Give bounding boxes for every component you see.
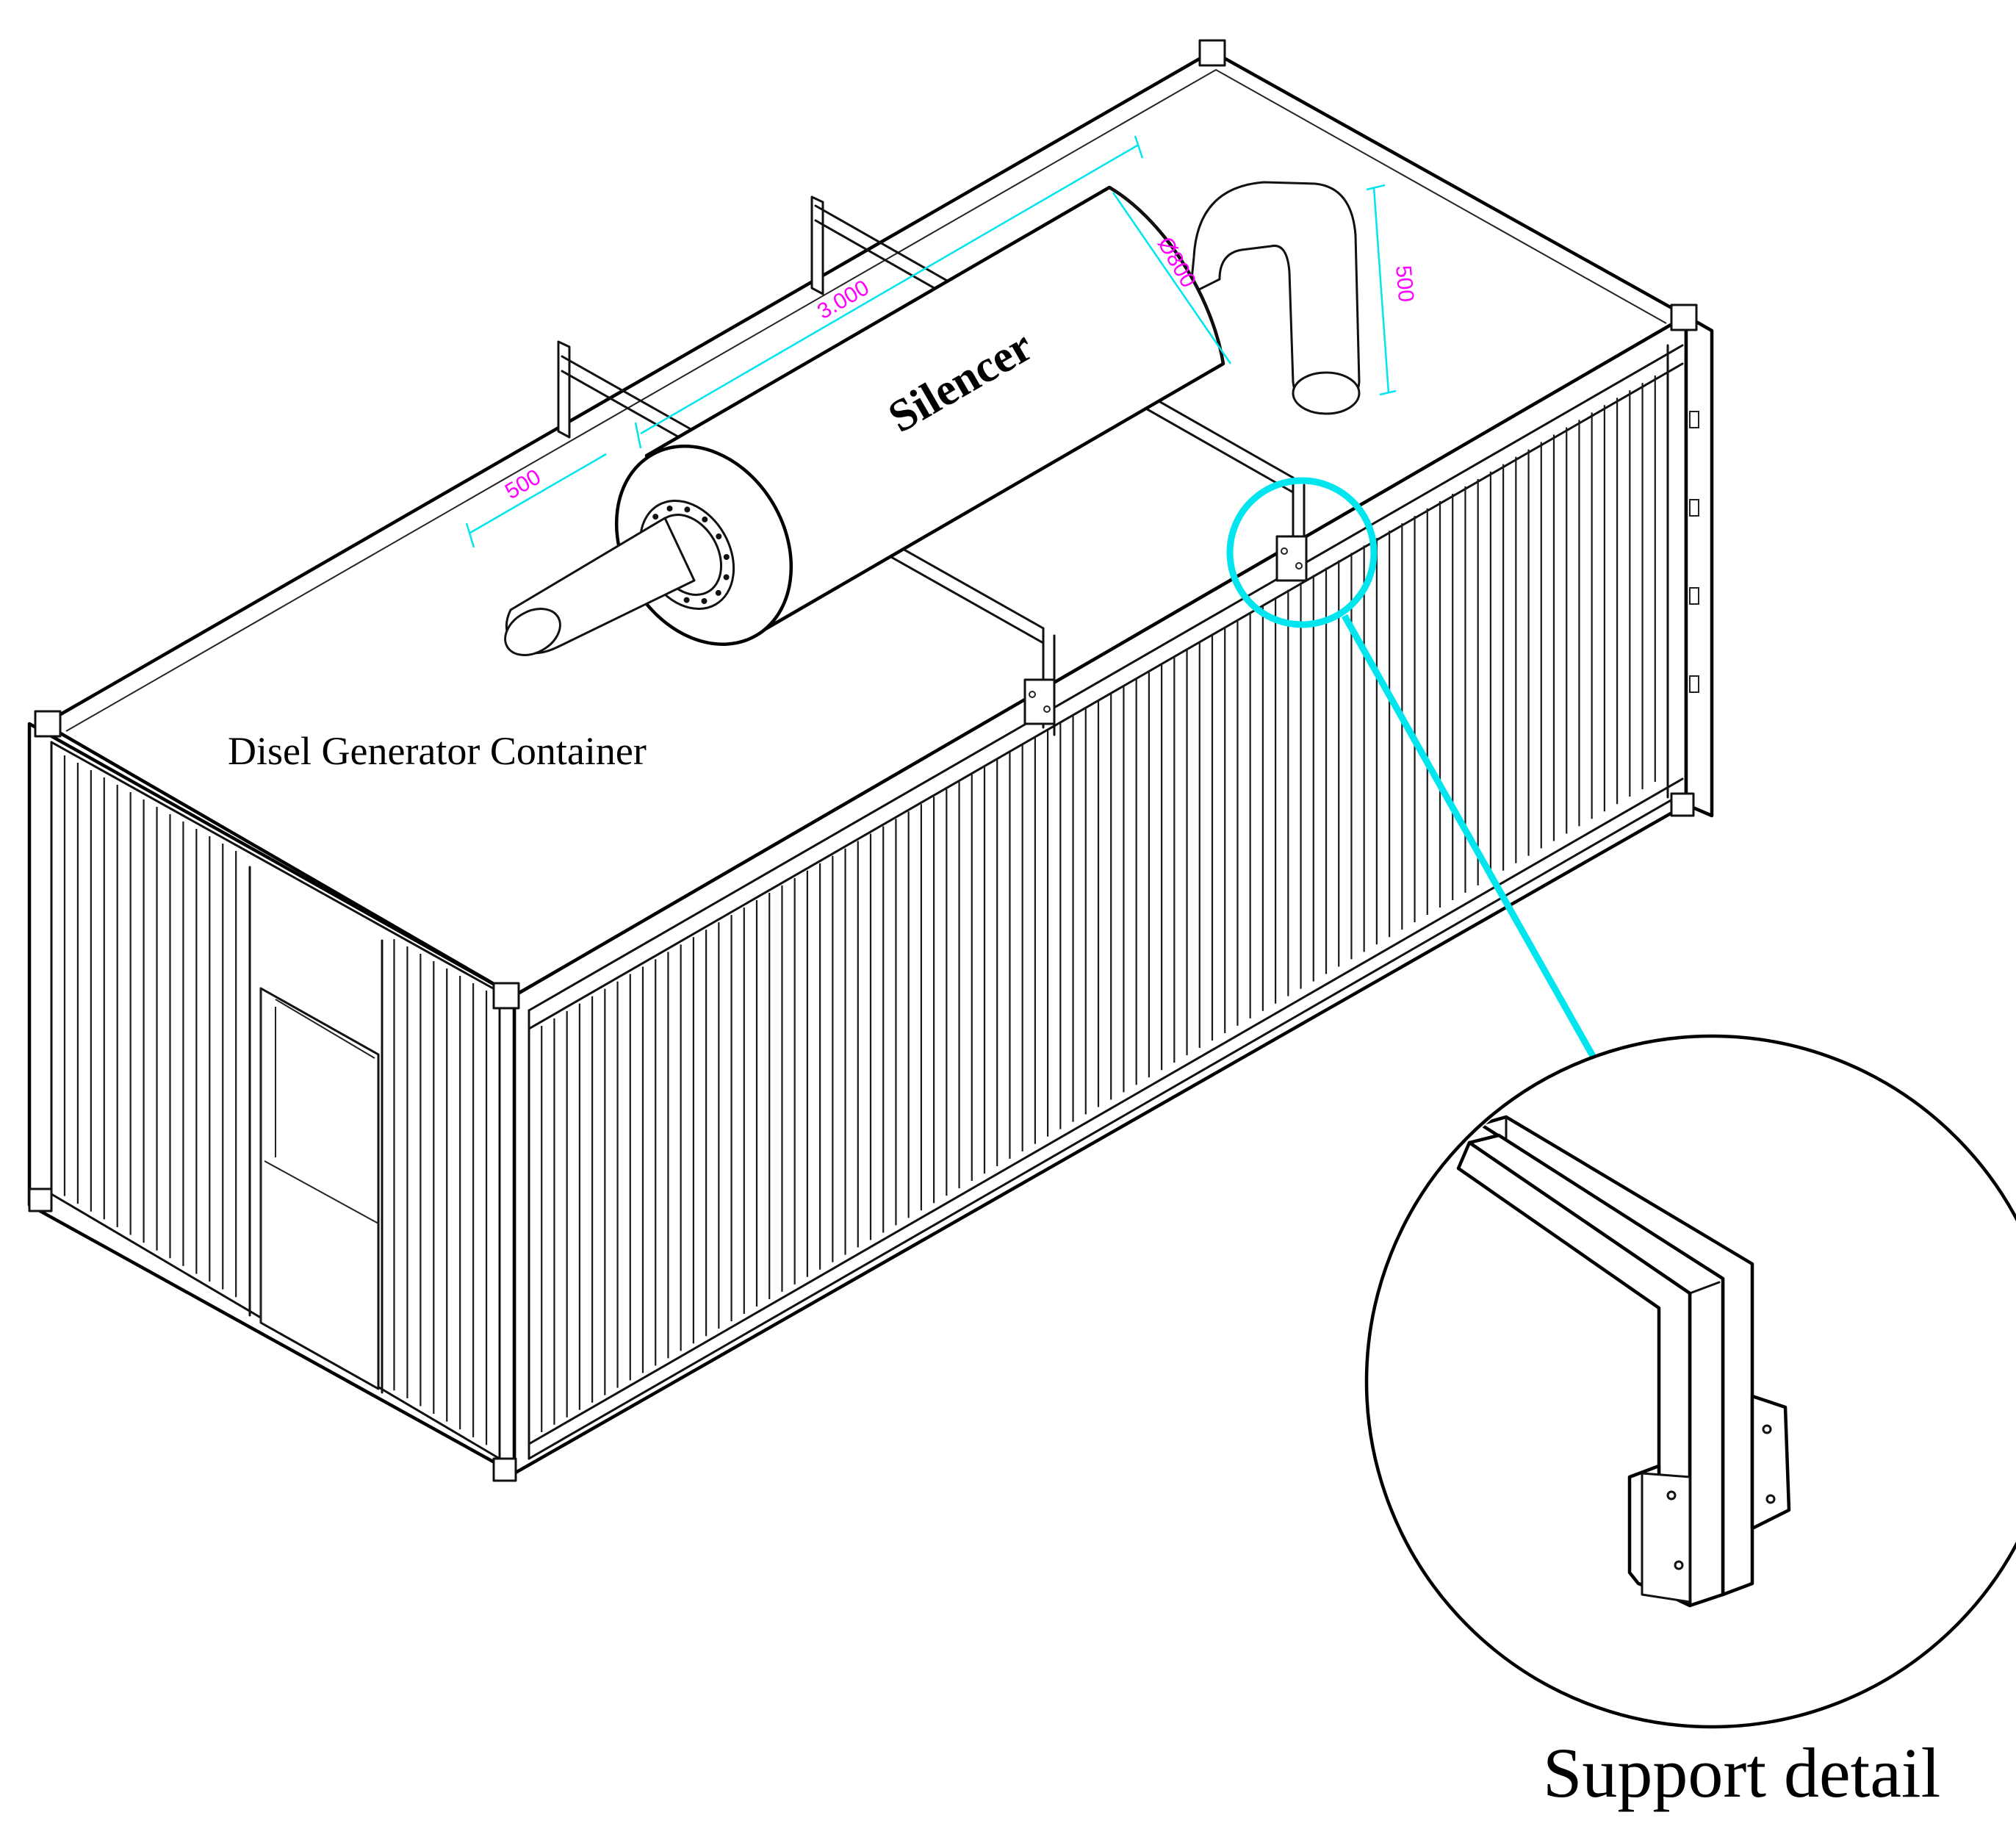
flange-bolt [666,506,673,511]
flange-bolt [723,574,730,581]
container-right-end-wall [1684,314,1714,818]
long-wall-corrugation [541,375,1656,1432]
front-support-clamp [1023,678,1056,725]
detail-right-bracket [1750,1394,1791,1531]
container-door-opening [259,987,380,1390]
support-callout [1226,477,1616,1093]
callout-leader [1342,614,1616,1093]
flange-bolt [702,516,708,522]
callout-circle [1226,477,1378,628]
flange-bolt [701,598,708,604]
flange-bolt [723,554,730,560]
flange-bolt [683,597,690,603]
silencer-assembly: Silencer [504,181,1361,656]
flange-bolt [652,514,659,520]
flange-bolt [684,506,691,513]
flange-bolt [715,589,721,596]
rear-support-clamp [1275,535,1308,582]
support-detail-view [1364,1034,2016,1729]
flange-bolt [716,533,722,539]
support-detail-label: Support detail [1543,1733,1940,1812]
container-label: Disel Generator Container [228,729,647,773]
end-wall-corrugation [63,755,488,1445]
dim-outlet-height: 500 [1391,265,1418,303]
corner-castings [28,39,1698,1482]
